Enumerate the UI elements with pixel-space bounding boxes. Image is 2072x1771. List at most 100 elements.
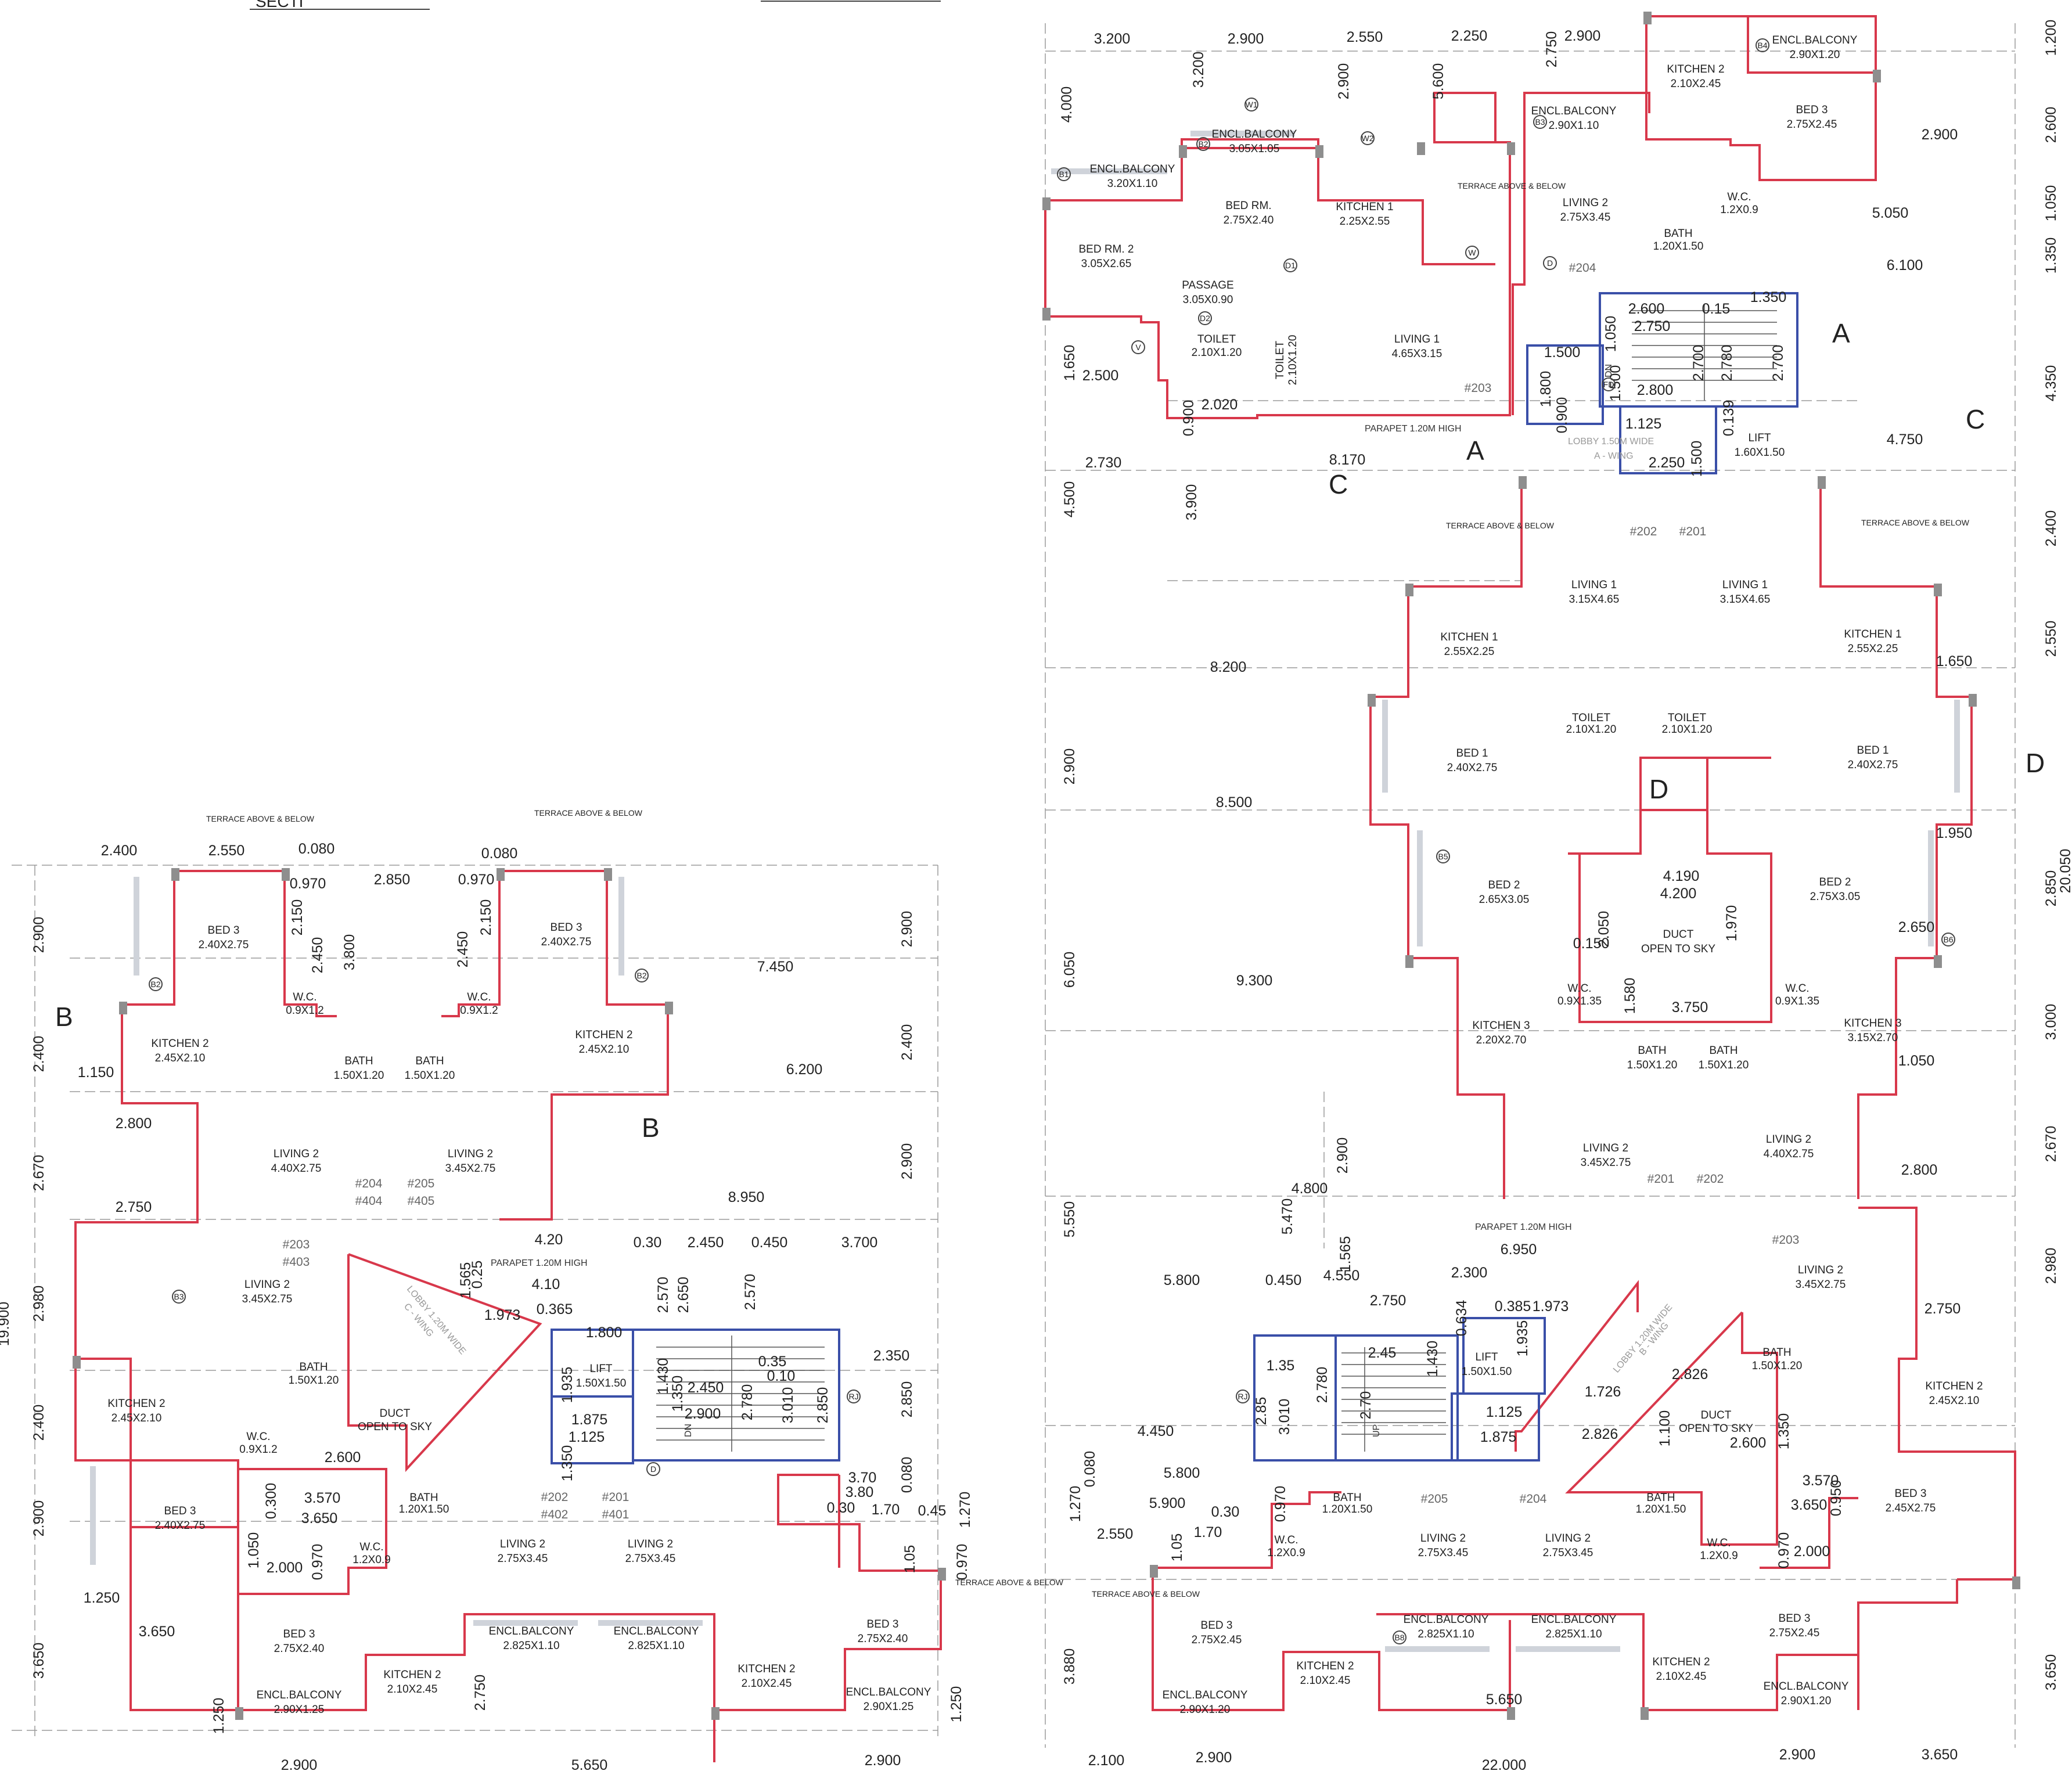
room-name: BATH [1762, 1347, 1791, 1359]
dimension-label: 0.970 [458, 872, 495, 888]
terrace-note: TERRACE ABOVE & BELOW [1861, 518, 1970, 527]
dimension-label: 3.70 [848, 1470, 877, 1486]
a-wing-stair [1632, 305, 1777, 401]
dimension-label: 0.634 [1454, 1300, 1470, 1337]
dimension-label: 2.800 [116, 1115, 152, 1132]
room-size: 2.20X2.70 [1476, 1034, 1527, 1046]
dimension-label: 8.200 [1210, 659, 1247, 675]
dimension-label: 6.100 [1887, 257, 1923, 273]
dimension-label: 5.550 [1062, 1201, 1078, 1238]
room-name: KITCHEN 2 [1925, 1380, 1983, 1392]
flat-number: #404 [355, 1194, 383, 1208]
room-size: 2.10X2.45 [1300, 1675, 1351, 1687]
dimension-label: 2.050 [1596, 911, 1612, 948]
room-name: TOILET [1274, 341, 1286, 380]
dimension-label: 2.900 [899, 911, 915, 948]
c-wing-stair [1341, 1347, 1446, 1452]
opening-tag: B8 [1394, 1633, 1404, 1642]
room-name: LIVING 2 [244, 1279, 290, 1291]
dimension-labels: 3.200 2.900 2.550 2.250 2.900 2.750 4.00… [0, 20, 2072, 1771]
room-size: 0.9X1.2 [286, 1005, 324, 1017]
room-size: 1.50X1.50 [1462, 1366, 1512, 1378]
room-size: 3.05X2.65 [1081, 258, 1132, 270]
dimension-label: 2.650 [1898, 919, 1935, 935]
room-size: 2.10X2.45 [387, 1683, 438, 1696]
room-size: 0.9X1.2 [460, 1005, 498, 1017]
room-size: 2.45X2.10 [155, 1052, 206, 1064]
room-size: 2.55X2.25 [1444, 646, 1495, 658]
room-size: 2.45X2.10 [1929, 1395, 1980, 1407]
dimension-label: 1.05 [902, 1545, 918, 1574]
room-name: BED 1 [1857, 744, 1889, 757]
room-size: 1.50X1.20 [1752, 1360, 1803, 1372]
dimension-label: 1.500 [1544, 344, 1581, 361]
dimension-label: 2.700 [1770, 345, 1786, 381]
dimension-label: 0.080 [481, 845, 518, 862]
dimension-label: 3.650 [1791, 1497, 1828, 1513]
room-name: LIFT [1748, 432, 1771, 444]
dimension-label: 1.875 [571, 1412, 608, 1428]
dimension-label: 3.010 [780, 1387, 796, 1424]
room-name: W.C. [293, 991, 316, 1003]
dimension-label: 4.750 [1887, 431, 1923, 448]
dimension-label: 1.350 [1750, 289, 1787, 305]
room-size: 2.45X2.10 [111, 1412, 162, 1424]
dimension-label: 2.900 [1196, 1750, 1232, 1766]
room-size: 2.825X1.10 [1545, 1628, 1602, 1640]
dimension-label: 0.970 [310, 1544, 326, 1581]
room-name: DUCT [1701, 1409, 1732, 1421]
dimension-label: 19.900 [0, 1302, 12, 1346]
dimension-label: 1.250 [84, 1590, 120, 1606]
plan-notes: PARAPET 1.20M HIGH PARAPET 1.20M HIGH PA… [206, 181, 1970, 1599]
dimension-label: 5.650 [571, 1757, 608, 1771]
room-name: ENCL.BALCONY [1764, 1680, 1849, 1693]
dimension-label: 0.45 [918, 1503, 947, 1519]
room-size: 2.10X2.45 [1656, 1671, 1707, 1683]
room-name: KITCHEN 1 [1440, 631, 1498, 643]
dimension-label: 1.050 [246, 1532, 262, 1569]
dimension-label: 2.900 [1334, 1138, 1351, 1174]
dimension-label: 0.30 [827, 1500, 855, 1516]
dimension-label: 3.200 [1094, 31, 1131, 47]
dimension-label: 2.900 [865, 1752, 901, 1769]
dimension-label: 6.050 [1062, 952, 1078, 988]
dimension-label: 3.700 [841, 1234, 878, 1251]
room-name: W.C. [1567, 982, 1591, 995]
dimension-label: 4.10 [532, 1276, 560, 1293]
dimension-label: 4.350 [2043, 365, 2059, 402]
opening-tag: D [650, 1464, 656, 1474]
room-size: 1.2X0.9 [1720, 204, 1758, 216]
room-name: KITCHEN 1 [1844, 628, 1901, 640]
dimension-label: 0.900 [1554, 397, 1570, 434]
room-name: BED 3 [867, 1618, 899, 1630]
room-name: BED 3 [208, 924, 240, 937]
dimension-label: 2.900 [899, 1143, 915, 1180]
dimension-label: 8.170 [1329, 452, 1366, 468]
room-size: 1.20X1.50 [1636, 1503, 1686, 1516]
room-size: OPEN TO SKY [358, 1421, 432, 1433]
dimension-label: 1.726 [1585, 1384, 1621, 1400]
room-name: ENCL.BALCONY [1163, 1689, 1248, 1701]
room-name: LIVING 2 [1563, 197, 1608, 209]
flat-number: #201 [1679, 525, 1707, 538]
room-size: OPEN TO SKY [1679, 1423, 1753, 1435]
dimension-label: 1.650 [1062, 345, 1078, 381]
dimension-label: 2.850 [815, 1387, 831, 1424]
dimension-label: 3.200 [1190, 52, 1207, 88]
dimension-label: 1.950 [1936, 825, 1973, 841]
dimension-label: 1.270 [957, 1492, 973, 1528]
dimension-label: 3.900 [1184, 484, 1200, 521]
room-name: BED 3 [1201, 1619, 1233, 1632]
room-name: BATH [1638, 1045, 1666, 1057]
dimension-label: 2.780 [739, 1384, 756, 1421]
dimension-label: 2.600 [1628, 301, 1665, 317]
room-name: PASSAGE [1182, 279, 1233, 291]
room-name: BATH [1709, 1045, 1738, 1057]
dimension-label: 1.250 [211, 1698, 227, 1734]
flat-number: #405 [408, 1194, 435, 1208]
dimension-label: 6.950 [1501, 1241, 1537, 1258]
room-size: 3.15X2.70 [1848, 1032, 1898, 1044]
section-marker: C [1966, 404, 1985, 434]
room-size: 2.75X2.45 [1769, 1627, 1820, 1639]
